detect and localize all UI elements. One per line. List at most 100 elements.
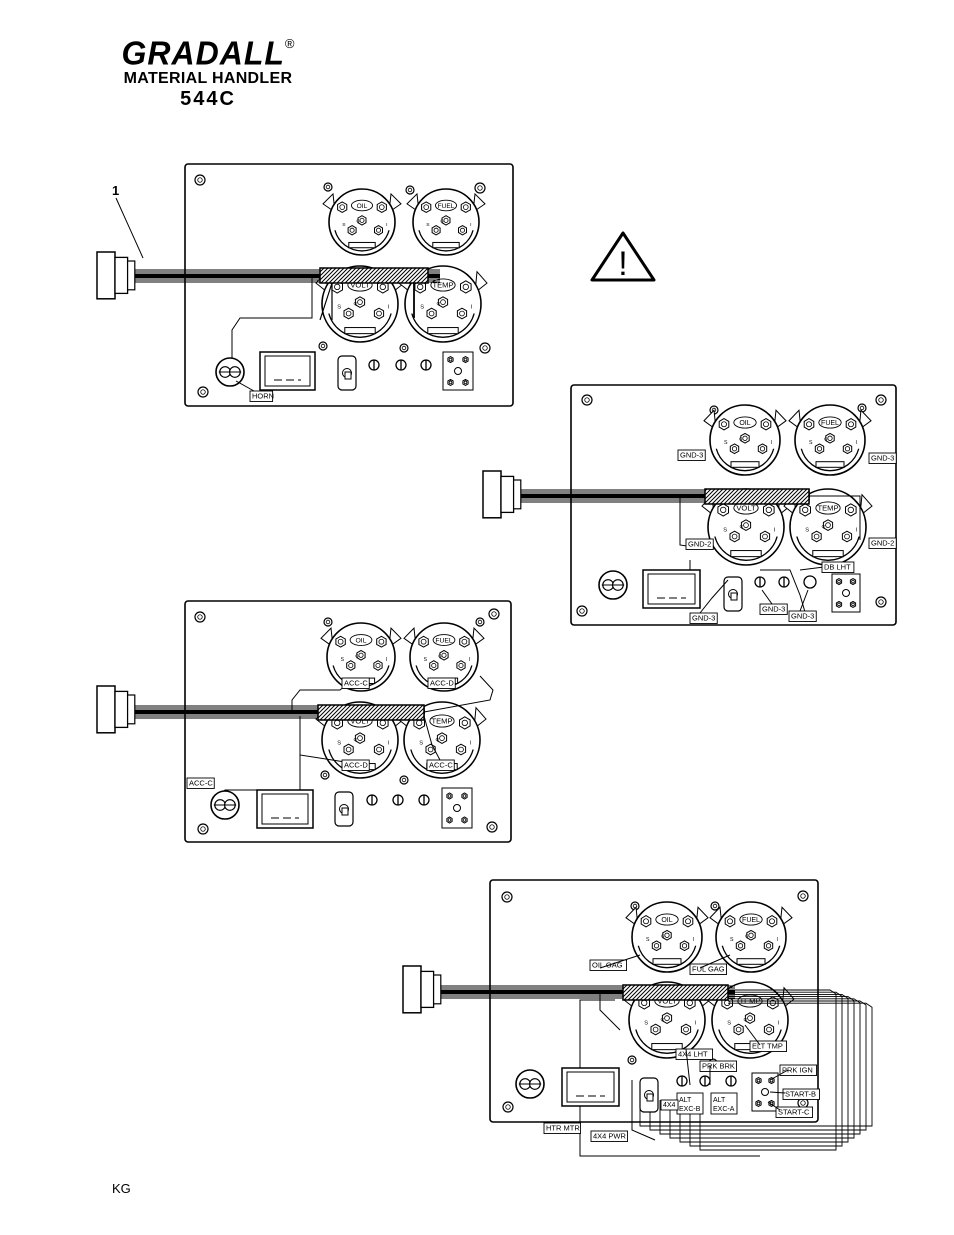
terminal-i: I: [469, 657, 470, 663]
horn-button: [210, 790, 240, 820]
svg-text:ACC-D: ACC-D: [430, 679, 454, 688]
terminal-i: I: [386, 657, 387, 663]
terminal-g: G: [661, 1017, 665, 1023]
terminal-s: S: [809, 440, 813, 446]
key-switch: [334, 791, 354, 827]
svg-text:EXC-A: EXC-A: [713, 1106, 735, 1113]
terminal-i: I: [388, 305, 390, 311]
svg-text:GND-3: GND-3: [692, 614, 715, 623]
screw-hole: [323, 182, 333, 192]
terminal-g: G: [661, 934, 665, 939]
terminal-i: I: [386, 222, 387, 228]
screw-hole: [479, 342, 491, 354]
terminal-s: S: [342, 222, 346, 228]
terminal-s: S: [420, 305, 424, 311]
wire-tag: ACC-D: [427, 677, 456, 689]
wire-tag: ACC-C: [426, 759, 455, 771]
terminal-g: G: [440, 219, 444, 224]
rocker-switch: [442, 351, 474, 391]
gauge-label: OIL: [661, 917, 672, 924]
svg-text:DB LHT: DB LHT: [824, 563, 851, 572]
wire-route: [809, 495, 861, 540]
svg-text:START-B: START-B: [785, 1090, 816, 1099]
gauge-label: TEMP: [432, 281, 453, 290]
gauge-label: FUEL: [438, 203, 455, 210]
wire-tag: ACC-C: [186, 777, 215, 789]
key-switch: [337, 355, 357, 391]
wire-tag: HTR MTR: [543, 1122, 581, 1134]
gauge-label: OIL: [739, 420, 750, 427]
terminal-s: S: [730, 937, 734, 943]
screw-hole: [474, 182, 486, 194]
wire-route: [423, 675, 494, 713]
svg-text:ELT TMP: ELT TMP: [752, 1042, 783, 1051]
screw-hole: [399, 343, 409, 353]
rocker-switch: [441, 787, 473, 829]
svg-text:PRK BRK: PRK BRK: [702, 1062, 735, 1071]
rocker-switch: [831, 573, 861, 613]
terminal-i: I: [856, 528, 858, 534]
svg-text:GND-3: GND-3: [871, 454, 894, 463]
terminal-s: S: [646, 937, 650, 943]
wire-tag: GND-3: [868, 452, 897, 464]
svg-text:PRK IGN: PRK IGN: [782, 1066, 813, 1075]
terminal-g: G: [822, 524, 826, 530]
terminal-g: G: [740, 524, 744, 530]
wire-route: [685, 1048, 691, 1086]
terminal-g: G: [355, 654, 359, 659]
screw-hole: [502, 1101, 514, 1113]
gauge-label: OIL: [356, 637, 367, 644]
svg-text:HTR MTR: HTR MTR: [546, 1124, 580, 1133]
hour-meter: [642, 569, 701, 609]
wire-route: [659, 998, 861, 1135]
wire-tag: PRK IGN: [779, 1064, 817, 1076]
indicator-lamp: [395, 359, 407, 371]
wire-route: [599, 954, 641, 969]
screw-hole: [797, 890, 809, 902]
terminal-i: I: [774, 528, 776, 534]
svg-text:ACC-C: ACC-C: [344, 679, 368, 688]
key-switch: [723, 576, 743, 612]
terminal-i: I: [471, 305, 473, 311]
screw-hole: [501, 891, 513, 903]
svg-text:GND-3: GND-3: [680, 451, 703, 460]
terminal-i: I: [771, 440, 772, 446]
indicator-lamp: [676, 1075, 688, 1087]
svg-text:HORN: HORN: [252, 392, 274, 401]
wire-route: [423, 715, 441, 761]
brand-name: GRADALL: [121, 34, 285, 72]
wire-route: [699, 579, 729, 614]
terminal-g: G: [356, 219, 360, 224]
screw-hole: [318, 341, 328, 351]
harness-connector: [402, 965, 442, 1014]
horn-button: [598, 570, 628, 600]
wire-route: [699, 954, 731, 969]
indicator-lamp: [725, 1075, 737, 1087]
terminal-i: I: [695, 1021, 697, 1027]
wire-route: [639, 1002, 873, 1127]
screw-hole: [399, 775, 409, 785]
svg-text:OIL GAG: OIL GAG: [592, 961, 623, 970]
svg-text:GND-3: GND-3: [762, 605, 785, 614]
wire-tag: GND-3: [689, 612, 718, 624]
svg-text:ACC-C: ACC-C: [189, 779, 213, 788]
harness-sleeve: [319, 267, 429, 284]
harness-connector: [96, 251, 136, 300]
svg-text:GND-2: GND-2: [871, 539, 894, 548]
wire-route: [235, 380, 255, 392]
wire-tag: GND-3: [759, 603, 788, 615]
wire-route: [767, 1101, 781, 1111]
harness-connector: [482, 470, 522, 519]
wire-route: [599, 991, 623, 1031]
screw-hole: [323, 617, 333, 627]
gauge-label: VOLT: [736, 504, 756, 513]
